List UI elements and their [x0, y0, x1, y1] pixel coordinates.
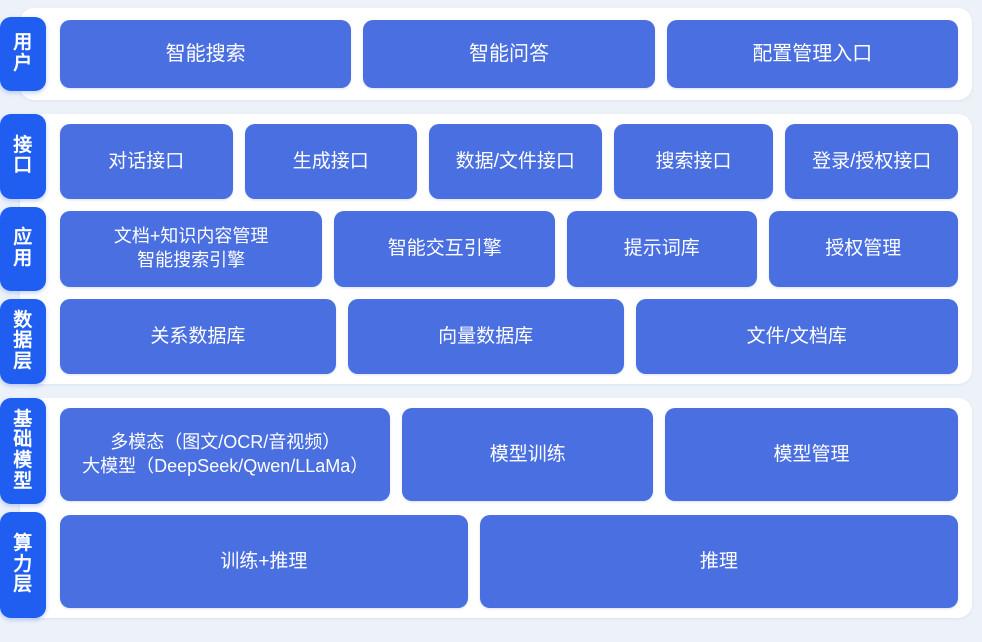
node-inference[interactable]: 推理 [479, 515, 958, 608]
node-search-api[interactable]: 搜索接口 [613, 124, 774, 200]
row-data-row: 关系数据库向量数据库文件/文档库 [60, 298, 958, 374]
panel-user-group: 用户智能搜索智能问答配置管理入口 [0, 8, 972, 100]
node-intelligent-search[interactable]: 智能搜索 [60, 20, 352, 88]
node-generation-api[interactable]: 生成接口 [244, 124, 417, 200]
node-interaction-engine[interactable]: 智能交互引擎 [334, 211, 556, 287]
node-vector-database[interactable]: 向量数据库 [347, 298, 624, 374]
layer-tab-data-layer[interactable]: 数据层 [0, 299, 46, 385]
layer-tab-label-data-layer: 数据层 [13, 309, 33, 372]
node-multimodal-large-model[interactable]: 多模态（图文/OCR/音视频） 大模型（DeepSeek/Qwen/LLaMa） [60, 408, 391, 501]
layer-tab-interface[interactable]: 接口 [0, 114, 46, 199]
node-authorization-management[interactable]: 授权管理 [768, 211, 959, 287]
row-application-row: 文档+知识内容管理 智能搜索引擎智能交互引擎提示词库授权管理 [60, 211, 959, 287]
node-data-file-api[interactable]: 数据/文件接口 [429, 124, 602, 200]
panel-content-infrastructure-group: 多模态（图文/OCR/音视频） 大模型（DeepSeek/Qwen/LLaMa）… [20, 398, 972, 618]
layer-tab-application[interactable]: 应用 [0, 206, 46, 292]
node-model-management[interactable]: 模型管理 [665, 408, 958, 501]
layer-tab-compute-layer[interactable]: 算力层 [0, 512, 46, 618]
row-user-row: 智能搜索智能问答配置管理入口 [60, 20, 958, 88]
node-training-inference[interactable]: 训练+推理 [60, 515, 468, 608]
layer-tab-foundation-model[interactable]: 基础模型 [0, 398, 46, 504]
layer-tab-label-compute-layer: 算力层 [13, 533, 33, 596]
panel-content-user-group: 智能搜索智能问答配置管理入口 [20, 8, 972, 100]
node-relational-database[interactable]: 关系数据库 [60, 298, 336, 374]
node-login-auth-api[interactable]: 登录/授权接口 [785, 124, 958, 200]
tab-rail-infrastructure-group: 基础模型算力层 [0, 398, 46, 618]
tab-rail-platform-group: 接口应用数据层 [0, 114, 46, 385]
node-intelligent-qa[interactable]: 智能问答 [363, 20, 655, 88]
layer-tab-user[interactable]: 用户 [0, 17, 46, 91]
row-model-row: 多模态（图文/OCR/音视频） 大模型（DeepSeek/Qwen/LLaMa）… [60, 408, 958, 501]
layer-tab-label-application: 应用 [13, 227, 33, 269]
layer-tab-label-interface: 接口 [13, 134, 33, 177]
node-config-management-entry[interactable]: 配置管理入口 [666, 20, 958, 88]
row-interface-row: 对话接口生成接口数据/文件接口搜索接口登录/授权接口 [60, 124, 958, 200]
node-dialog-api[interactable]: 对话接口 [60, 124, 233, 200]
layer-tab-label-foundation-model: 基础模型 [13, 408, 33, 492]
panel-infrastructure-group: 基础模型算力层多模态（图文/OCR/音视频） 大模型（DeepSeek/Qwen… [0, 398, 972, 618]
node-doc-knowledge-management[interactable]: 文档+知识内容管理 智能搜索引擎 [60, 211, 323, 287]
node-file-document-store[interactable]: 文件/文档库 [635, 298, 958, 374]
panel-platform-group: 接口应用数据层对话接口生成接口数据/文件接口搜索接口登录/授权接口文档+知识内容… [0, 114, 972, 385]
tab-rail-user-group: 用户 [0, 8, 46, 100]
panel-content-platform-group: 对话接口生成接口数据/文件接口搜索接口登录/授权接口文档+知识内容管理 智能搜索… [20, 114, 972, 384]
node-model-training[interactable]: 模型训练 [402, 408, 654, 501]
row-compute-row: 训练+推理推理 [60, 515, 958, 608]
node-prompt-library[interactable]: 提示词库 [567, 211, 757, 287]
layer-tab-label-user: 用户 [13, 32, 33, 74]
